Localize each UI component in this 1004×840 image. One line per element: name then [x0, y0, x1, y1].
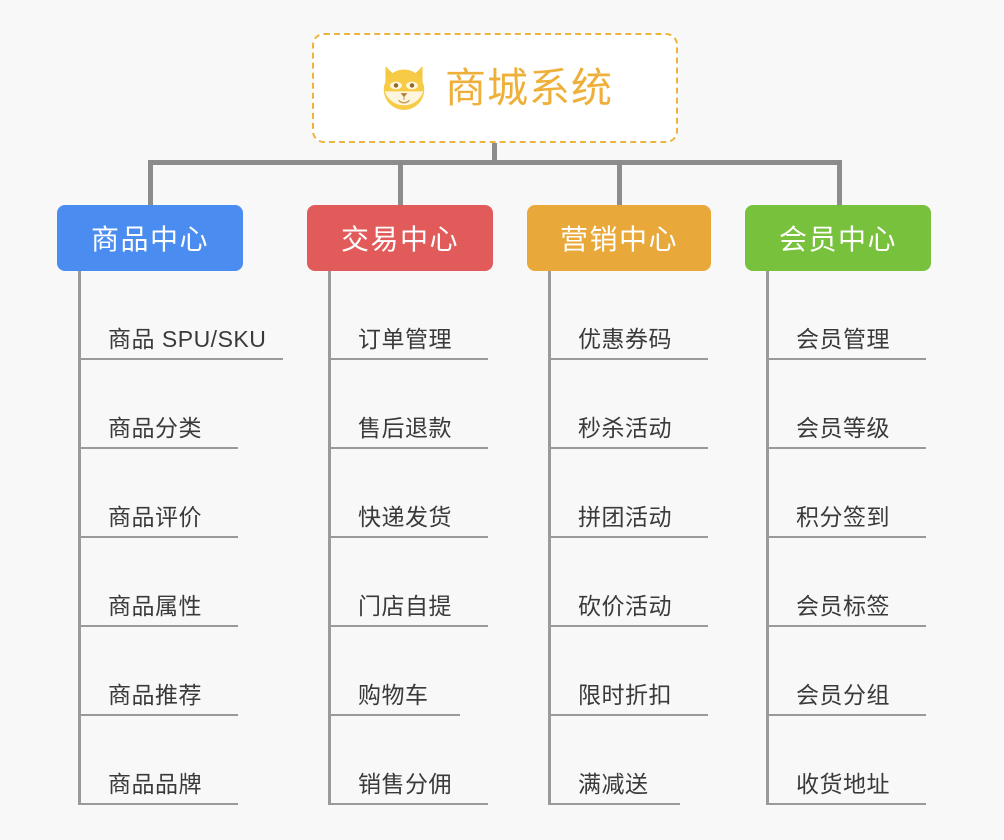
leaf-item-label: 满减送	[578, 771, 649, 797]
connector-drop-3	[617, 160, 622, 206]
leaf-item-label: 购物车	[358, 682, 429, 708]
leaf-item-underline	[78, 714, 238, 716]
branch-spine	[766, 271, 769, 805]
leaf-item-label: 商品推荐	[108, 682, 202, 708]
root-title: 商城系统	[445, 64, 613, 111]
leaf-item-underline	[766, 714, 926, 716]
leaf-item[interactable]: 优惠券码	[548, 271, 711, 360]
leaf-item[interactable]: 商品评价	[78, 449, 266, 538]
category-header[interactable]: 营销中心	[527, 205, 711, 271]
leaf-item-label: 收货地址	[796, 771, 890, 797]
leaf-item-label: 限时折扣	[578, 682, 672, 708]
leaf-item[interactable]: 售后退款	[328, 360, 493, 449]
leaf-item-underline	[78, 447, 238, 449]
leaf-item-underline	[766, 803, 926, 805]
leaf-item-label: 会员等级	[796, 415, 890, 441]
connector-drop-2	[398, 160, 403, 206]
leaf-item-underline	[328, 625, 488, 627]
shiba-dog-face-icon	[383, 66, 425, 114]
leaf-item-label: 会员分组	[796, 682, 890, 708]
leaf-item[interactable]: 门店自提	[328, 538, 493, 627]
leaf-item-underline	[766, 625, 926, 627]
leaf-item-underline	[328, 714, 460, 716]
leaf-item-label: 商品评价	[108, 504, 202, 530]
leaf-item-underline	[328, 447, 488, 449]
category-header[interactable]: 商品中心	[57, 205, 243, 271]
leaf-item-label: 售后退款	[358, 415, 452, 441]
leaf-item-underline	[78, 358, 283, 360]
leaf-item[interactable]: 积分签到	[766, 449, 931, 538]
leaf-item[interactable]: 购物车	[328, 627, 493, 716]
leaf-item-underline	[548, 447, 708, 449]
leaf-item[interactable]: 会员等级	[766, 360, 931, 449]
branch-spine	[78, 271, 81, 805]
leaf-item-label: 快递发货	[358, 504, 452, 530]
leaf-item-underline	[548, 803, 680, 805]
leaf-item-label: 商品分类	[108, 415, 202, 441]
leaf-item[interactable]: 会员管理	[766, 271, 931, 360]
branch-column: 交易中心订单管理售后退款快递发货门店自提购物车销售分佣	[307, 205, 493, 805]
leaf-item[interactable]: 订单管理	[328, 271, 493, 360]
leaf-item-label: 秒杀活动	[578, 415, 672, 441]
branch-spine	[328, 271, 331, 805]
leaf-list: 商品 SPU/SKU 商品分类商品评价商品属性商品推荐商品品牌	[78, 271, 283, 805]
connector-drop-1	[148, 160, 153, 206]
leaf-item-label: 优惠券码	[578, 326, 672, 352]
leaf-list: 订单管理售后退款快递发货门店自提购物车销售分佣	[328, 271, 493, 805]
branch-column: 商品中心商品 SPU/SKU 商品分类商品评价商品属性商品推荐商品品牌	[57, 205, 283, 805]
category-header[interactable]: 交易中心	[307, 205, 493, 271]
connector-drop-4	[837, 160, 842, 206]
branch-column: 营销中心优惠券码秒杀活动拼团活动砍价活动限时折扣满减送	[527, 205, 711, 805]
leaf-item-underline	[328, 803, 488, 805]
leaf-item[interactable]: 快递发货	[328, 449, 493, 538]
leaf-list: 会员管理会员等级积分签到会员标签会员分组收货地址	[766, 271, 931, 805]
leaf-item[interactable]: 会员标签	[766, 538, 931, 627]
leaf-item-label: 订单管理	[358, 326, 452, 352]
leaf-item[interactable]: 收货地址	[766, 716, 931, 805]
leaf-item-label: 拼团活动	[578, 504, 672, 530]
leaf-item[interactable]: 会员分组	[766, 627, 931, 716]
leaf-item[interactable]: 销售分佣	[328, 716, 493, 805]
leaf-item[interactable]: 商品 SPU/SKU	[78, 271, 283, 360]
leaf-item-label: 门店自提	[358, 593, 452, 619]
leaf-item-label: 砍价活动	[578, 593, 672, 619]
leaf-item-label: 商品 SPU/SKU	[108, 326, 267, 352]
leaf-item-label: 销售分佣	[358, 771, 452, 797]
leaf-item[interactable]: 秒杀活动	[548, 360, 711, 449]
leaf-item[interactable]: 拼团活动	[548, 449, 711, 538]
leaf-item-underline	[766, 358, 926, 360]
leaf-item[interactable]: 商品分类	[78, 360, 266, 449]
leaf-item[interactable]: 砍价活动	[548, 538, 711, 627]
leaf-item-underline	[548, 358, 708, 360]
leaf-item-underline	[78, 625, 238, 627]
leaf-item-label: 会员管理	[796, 326, 890, 352]
connector-root-stem	[492, 143, 497, 163]
leaf-item-underline	[548, 625, 708, 627]
leaf-item-underline	[78, 803, 238, 805]
leaf-item-underline	[548, 536, 708, 538]
leaf-list: 优惠券码秒杀活动拼团活动砍价活动限时折扣满减送	[548, 271, 711, 805]
root-node[interactable]: 商城系统	[312, 33, 678, 143]
leaf-item-underline	[328, 536, 488, 538]
leaf-item-label: 商品品牌	[108, 771, 202, 797]
leaf-item-label: 会员标签	[796, 593, 890, 619]
leaf-item-label: 商品属性	[108, 593, 202, 619]
connector-horizontal-bus	[148, 160, 842, 165]
leaf-item-label: 积分签到	[796, 504, 890, 530]
branch-column: 会员中心会员管理会员等级积分签到会员标签会员分组收货地址	[745, 205, 931, 805]
leaf-item-underline	[766, 536, 926, 538]
leaf-item[interactable]: 商品品牌	[78, 716, 266, 805]
leaf-item[interactable]: 满减送	[548, 716, 711, 805]
leaf-item-underline	[328, 358, 488, 360]
leaf-item[interactable]: 商品推荐	[78, 627, 266, 716]
leaf-item-underline	[766, 447, 926, 449]
leaf-item-underline	[78, 536, 238, 538]
leaf-item[interactable]: 商品属性	[78, 538, 266, 627]
category-header[interactable]: 会员中心	[745, 205, 931, 271]
leaf-item[interactable]: 限时折扣	[548, 627, 711, 716]
branch-spine	[548, 271, 551, 805]
leaf-item-underline	[548, 714, 708, 716]
